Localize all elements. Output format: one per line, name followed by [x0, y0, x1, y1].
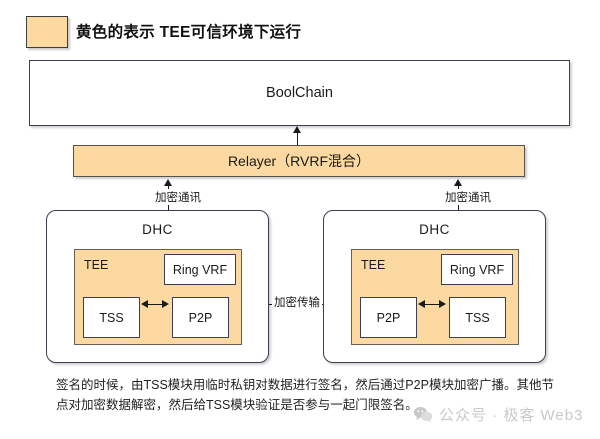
relayer-label: Relayer（RVRF混合） [227, 153, 371, 169]
dhc-node-right-title: DHC [419, 222, 450, 237]
tss-box-right: TSS [449, 297, 506, 338]
wechat-icon [413, 406, 433, 423]
legend-text: 黄色的表示 TEE可信环境下运行 [76, 24, 302, 41]
tee-region-right-label: TEE [361, 258, 386, 272]
connector-relayer-to-boolchain-line [297, 133, 298, 145]
connector-p2p-tss-right-line [424, 304, 440, 305]
connector-right-node-uplink-arrow [454, 179, 462, 186]
dhc-node-right: DHC TEE Ring VRF P2P TSS [323, 210, 546, 363]
boolchain-label: BoolChain [266, 85, 333, 101]
relayer-box: Relayer（RVRF混合） [73, 145, 525, 177]
edge-label-encrypted-comm-left: 加密通讯 [153, 189, 203, 205]
connector-relayer-to-boolchain-arrow [293, 126, 301, 133]
watermark-text: 公众号 · 极客 Web3 [439, 407, 584, 424]
watermark: 公众号 · 极客 Web3 [413, 404, 583, 425]
tss-box-left: TSS [83, 297, 140, 338]
boolchain-box: BoolChain [29, 60, 570, 126]
connector-tss-p2p-left-arrow-start [141, 300, 148, 308]
caption-text: 签名的时候，由TSS模块用临时私钥对数据进行签名，然后通过P2P模块加密广播。其… [56, 378, 554, 412]
connector-left-node-uplink-arrow [164, 179, 172, 186]
edge-label-encrypted-transfer: 加密传输 [272, 294, 322, 310]
edge-label-encrypted-comm-right: 加密通讯 [443, 189, 493, 205]
ring-vrf-box-left: Ring VRF [164, 254, 236, 285]
tee-region-left: TEE Ring VRF TSS P2P [74, 249, 242, 345]
legend-color-swatch [26, 16, 68, 48]
p2p-box-left: P2P [172, 297, 229, 338]
tee-region-right: TEE Ring VRF P2P TSS [351, 249, 519, 345]
connector-tss-p2p-left-line [147, 304, 163, 305]
connector-p2p-tss-right-arrow-end [439, 300, 446, 308]
tee-region-left-label: TEE [84, 258, 109, 272]
ring-vrf-box-right: Ring VRF [441, 254, 513, 285]
dhc-node-left: DHC TEE Ring VRF TSS P2P [46, 210, 269, 363]
connector-p2p-tss-right-arrow-start [418, 300, 425, 308]
p2p-box-right: P2P [360, 297, 417, 338]
dhc-node-left-title: DHC [142, 222, 173, 237]
connector-tss-p2p-left-arrow-end [162, 300, 169, 308]
